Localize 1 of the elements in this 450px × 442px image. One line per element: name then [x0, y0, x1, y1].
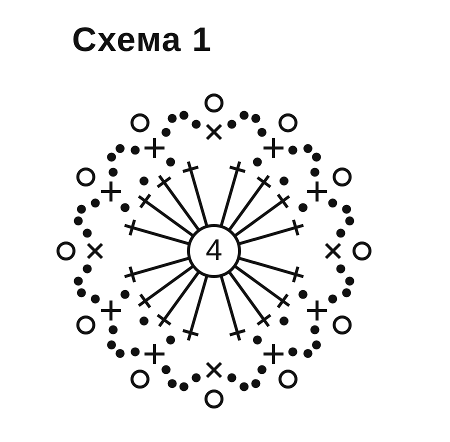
- chart-title: Схема 1: [72, 20, 212, 60]
